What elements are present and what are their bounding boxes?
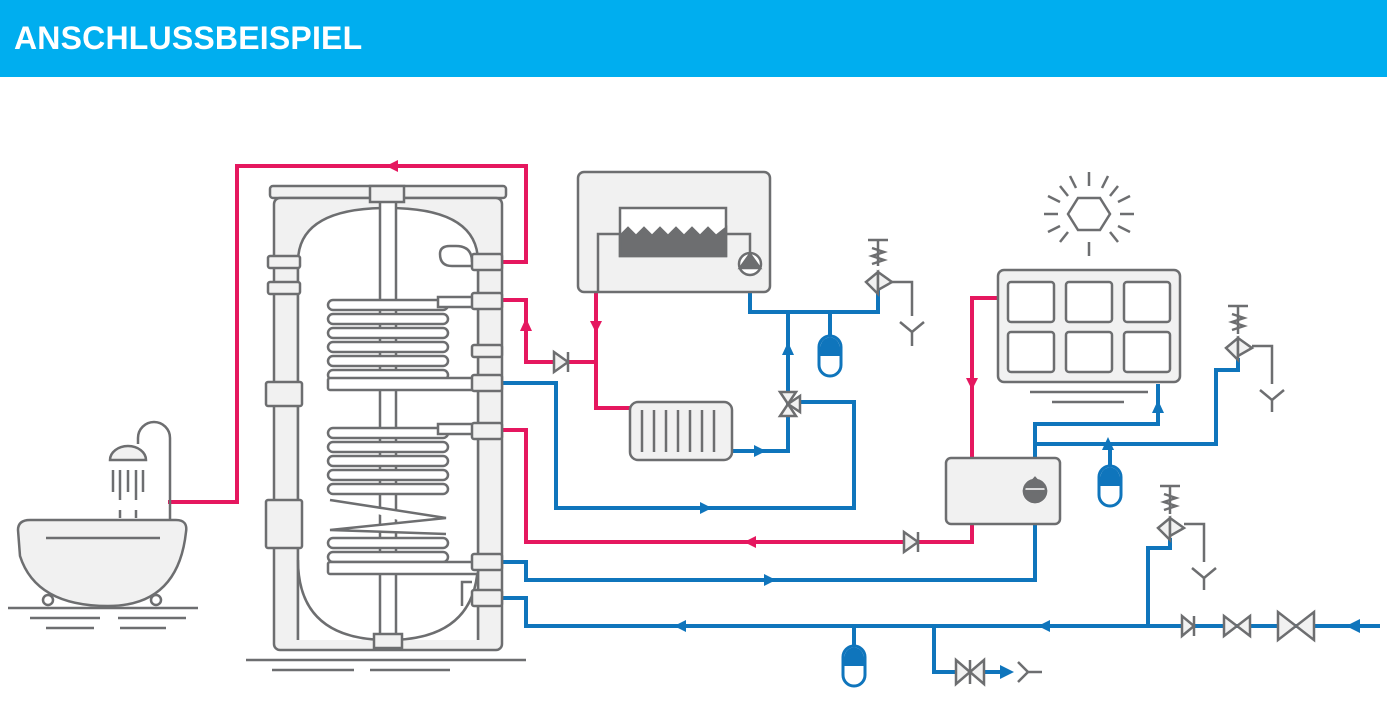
cold-check-valve-icon [1180, 613, 1196, 639]
boiler-pump-icon [737, 251, 763, 277]
solar-pump-icon [1022, 476, 1048, 504]
storage-tank-icon [246, 184, 526, 672]
boiler-icon [576, 170, 772, 294]
solar-collector-icon [996, 268, 1182, 404]
solar-expansion-vessel-icon [1097, 464, 1123, 508]
drinking-water-expansion-vessel-icon [841, 644, 867, 688]
shutoff-valve-icon [1222, 613, 1252, 639]
check-valve-icon [552, 349, 571, 375]
solar-safety-valve-icon [1224, 304, 1285, 412]
pressure-reducer-icon [1276, 609, 1316, 643]
cold-safety-valve-icon [1156, 484, 1217, 590]
solar-station-icon [944, 456, 1062, 526]
flow-arrows [386, 160, 1360, 679]
header-bar: ANSCHLUSSBEISPIEL [0, 0, 1387, 77]
safety-valve-icon [864, 238, 925, 346]
sun-icon [1044, 172, 1134, 256]
mixing-valve-icon [777, 390, 802, 418]
solar-check-valve-icon [902, 529, 921, 555]
radiator-icon [628, 400, 734, 462]
expansion-vessel-icon [817, 334, 843, 378]
bathtub-shower-icon [8, 420, 198, 630]
drain-valve-icon [954, 657, 1042, 687]
page-title: ANSCHLUSSBEISPIEL [14, 20, 363, 56]
